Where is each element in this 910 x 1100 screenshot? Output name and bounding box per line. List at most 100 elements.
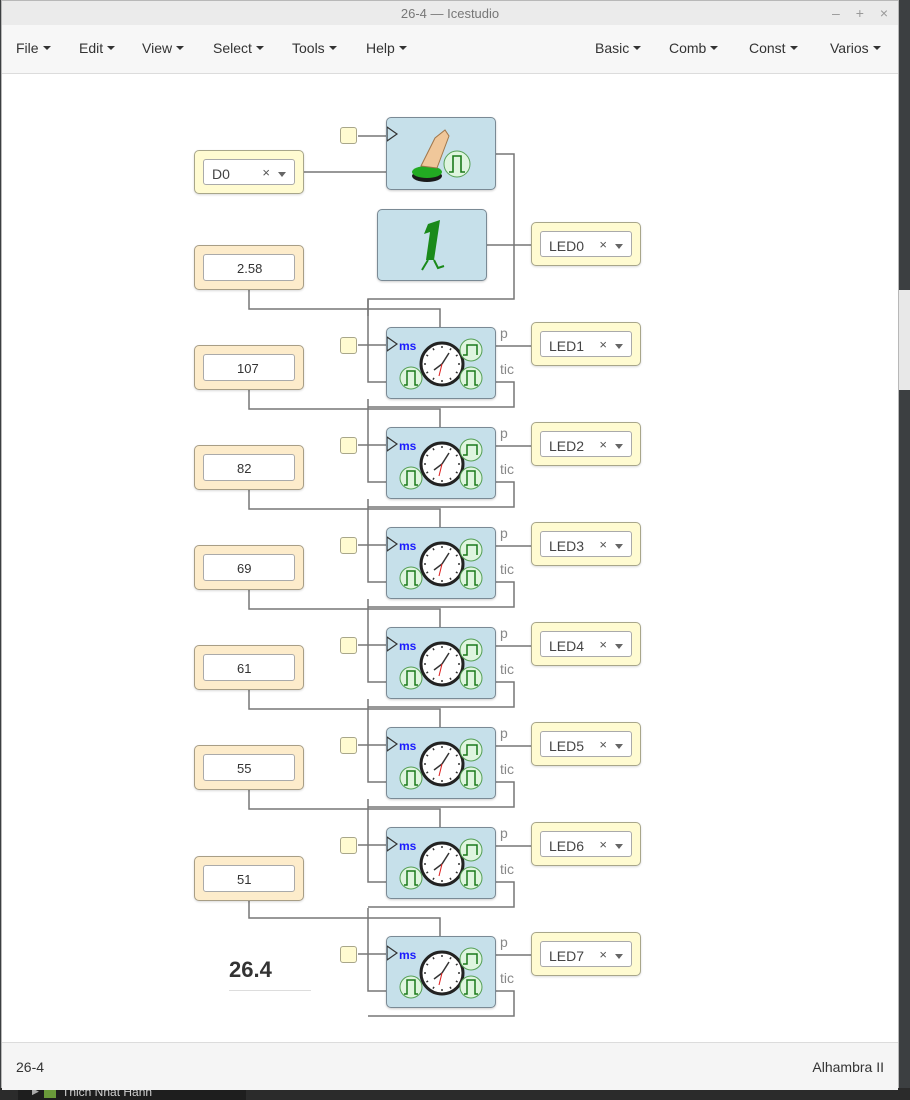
board-name[interactable]: Alhambra II (812, 1059, 884, 1075)
constant-value-input[interactable]: 51 (203, 865, 295, 892)
chevron-down-icon (398, 46, 407, 50)
constant-block-4[interactable]: 61 (194, 645, 304, 690)
clear-icon[interactable]: × (599, 237, 607, 252)
input-block-d0[interactable]: D0 × (194, 150, 304, 194)
output-block-led7[interactable]: LED7 × (531, 932, 641, 976)
constant-value-input[interactable]: 107 (203, 354, 295, 381)
chevron-down-icon (633, 46, 642, 50)
wire (367, 153, 515, 316)
timer-clock-port[interactable] (340, 637, 357, 654)
timer-block-5[interactable]: ms (386, 727, 496, 799)
design-canvas[interactable]: D0 × 26.4 L (2, 74, 898, 1042)
constant-block-0[interactable]: 2.58 (194, 245, 304, 290)
menu-tools[interactable]: Tools (292, 40, 337, 56)
menu-select[interactable]: Select (213, 40, 264, 56)
clear-icon[interactable]: × (599, 947, 607, 962)
timer-block-2[interactable]: ms (386, 427, 496, 499)
constant-block-3[interactable]: 69 (194, 545, 304, 590)
timer-icon (386, 435, 483, 490)
chevron-down-icon[interactable] (615, 844, 623, 849)
chevron-down-icon[interactable] (615, 954, 623, 959)
timer-block-3[interactable]: ms (386, 527, 496, 599)
tic-output-label: tic (500, 561, 514, 577)
button-press-icon (386, 125, 471, 182)
output-block-led1[interactable]: LED1 × (531, 322, 641, 366)
chevron-down-icon[interactable] (615, 444, 623, 449)
chevron-down-icon[interactable] (615, 644, 623, 649)
output-pin-select[interactable]: LED4 × (540, 631, 632, 657)
background-panel-edge (898, 290, 910, 390)
menu-edit[interactable]: Edit (79, 40, 116, 56)
constant-block-2[interactable]: 82 (194, 445, 304, 490)
menu-varios[interactable]: Varios (830, 40, 881, 56)
clear-icon[interactable]: × (599, 337, 607, 352)
output-block-led6[interactable]: LED6 × (531, 822, 641, 866)
output-block-led2[interactable]: LED2 × (531, 422, 641, 466)
menu-comb[interactable]: Comb (669, 40, 719, 56)
wire (367, 799, 386, 883)
clear-icon[interactable]: × (599, 437, 607, 452)
clear-icon[interactable]: × (599, 537, 607, 552)
constant-one-block[interactable] (377, 209, 487, 281)
timer-clock-port[interactable] (340, 837, 357, 854)
timer-clock-port[interactable] (340, 737, 357, 754)
constant-value-input[interactable]: 69 (203, 554, 295, 581)
timer-clock-port[interactable] (340, 437, 357, 454)
output-block-led0[interactable]: LED0 × (531, 222, 641, 266)
constant-block-6[interactable]: 51 (194, 856, 304, 901)
menu-const[interactable]: Const (749, 40, 798, 56)
chevron-down-icon[interactable] (615, 244, 623, 249)
constant-value-input[interactable]: 2.58 (203, 254, 295, 281)
clear-icon[interactable]: × (599, 837, 607, 852)
input-pin-select[interactable]: D0 × (203, 159, 295, 185)
chevron-down-icon[interactable] (615, 344, 623, 349)
output-pin-select[interactable]: LED0 × (540, 231, 632, 257)
chevron-down-icon[interactable] (615, 544, 623, 549)
output-pin-select[interactable]: LED7 × (540, 941, 632, 967)
output-block-led4[interactable]: LED4 × (531, 622, 641, 666)
wire (248, 790, 441, 827)
timer-block-7[interactable]: ms (386, 936, 496, 1008)
chevron-down-icon[interactable] (278, 172, 286, 177)
menu-view[interactable]: View (142, 40, 185, 56)
clear-icon[interactable]: × (262, 165, 270, 180)
output-pin-select[interactable]: LED5 × (540, 731, 632, 757)
menu-basic[interactable]: Basic (595, 40, 642, 56)
chevron-down-icon[interactable] (615, 744, 623, 749)
clear-icon[interactable]: × (599, 737, 607, 752)
constant-block-5[interactable]: 55 (194, 745, 304, 790)
output-pin-select[interactable]: LED2 × (540, 431, 632, 457)
chevron-down-icon (872, 46, 881, 50)
output-pin-select[interactable]: LED1 × (540, 331, 632, 357)
chevron-down-icon (789, 46, 798, 50)
output-block-led5[interactable]: LED5 × (531, 722, 641, 766)
timer-icon (386, 635, 483, 690)
timer-block-1[interactable]: ms (386, 327, 496, 399)
wire (248, 290, 441, 327)
button-block[interactable] (386, 117, 496, 190)
output-pin-select[interactable]: LED3 × (540, 531, 632, 557)
constant-value-input[interactable]: 82 (203, 454, 295, 481)
maximize-icon[interactable]: + (855, 5, 864, 21)
clock-port[interactable] (340, 127, 357, 144)
ms-label: ms (399, 739, 417, 753)
timer-clock-port[interactable] (340, 946, 357, 963)
chevron-down-icon (710, 46, 719, 50)
pulse-output-label: p (500, 525, 508, 541)
close-icon[interactable]: × (879, 5, 888, 21)
timer-clock-port[interactable] (340, 337, 357, 354)
minimize-icon[interactable]: – (832, 5, 840, 21)
output-pin-select[interactable]: LED6 × (540, 831, 632, 857)
timer-block-6[interactable]: ms (386, 827, 496, 899)
clear-icon[interactable]: × (599, 637, 607, 652)
menu-file[interactable]: File (16, 40, 51, 56)
constant-value-input[interactable]: 55 (203, 754, 295, 781)
wire (367, 908, 386, 992)
menu-help[interactable]: Help (366, 40, 407, 56)
note-label[interactable]: 26.4 (229, 957, 272, 982)
constant-block-1[interactable]: 107 (194, 345, 304, 390)
output-block-led3[interactable]: LED3 × (531, 522, 641, 566)
constant-value-input[interactable]: 61 (203, 654, 295, 681)
timer-clock-port[interactable] (340, 537, 357, 554)
timer-block-4[interactable]: ms (386, 627, 496, 699)
